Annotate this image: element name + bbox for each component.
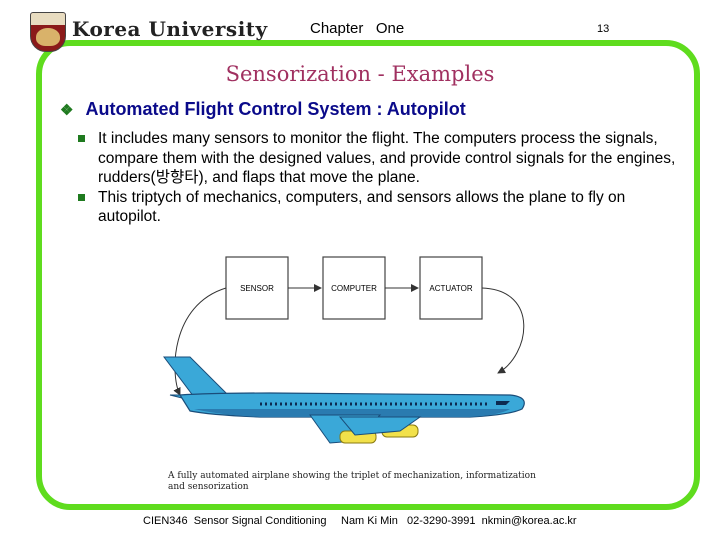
slide-frame xyxy=(36,40,700,510)
computer-box-label: COMPUTER xyxy=(331,284,377,293)
university-crest-logo xyxy=(30,12,66,52)
footer-course: CIEN346 Sensor Signal Conditioning xyxy=(143,515,327,527)
diamond-bullet-icon: ❖ xyxy=(60,102,74,119)
bullet-item: It includes many sensors to monitor the … xyxy=(78,129,678,188)
slide-title: Sensorization - Examples xyxy=(225,62,495,86)
airplane-illustration xyxy=(163,356,525,444)
autopilot-diagram: SENSOR COMPUTER ACTUATOR xyxy=(163,256,525,444)
footer-contact: Nam Ki Min 02-3290-3991 nkmin@korea.ac.k… xyxy=(341,515,577,527)
chapter-label: Chapter One xyxy=(310,20,405,37)
actuator-box-label: ACTUATOR xyxy=(429,284,472,293)
section-heading-text: Automated Flight Control System : Autopi… xyxy=(85,99,466,119)
bullet-list: It includes many sensors to monitor the … xyxy=(78,129,678,227)
sensor-box-label: SENSOR xyxy=(240,284,274,293)
section-heading: ❖ Automated Flight Control System : Autop… xyxy=(60,99,466,120)
page-number: 13 xyxy=(597,23,610,35)
university-name: Korea University xyxy=(72,17,268,41)
sensor-box xyxy=(225,256,289,320)
figure-caption: A fully automated airplane showing the t… xyxy=(168,471,536,492)
computer-box xyxy=(322,256,386,320)
bullet-item: This triptych of mechanics, computers, a… xyxy=(78,188,678,227)
